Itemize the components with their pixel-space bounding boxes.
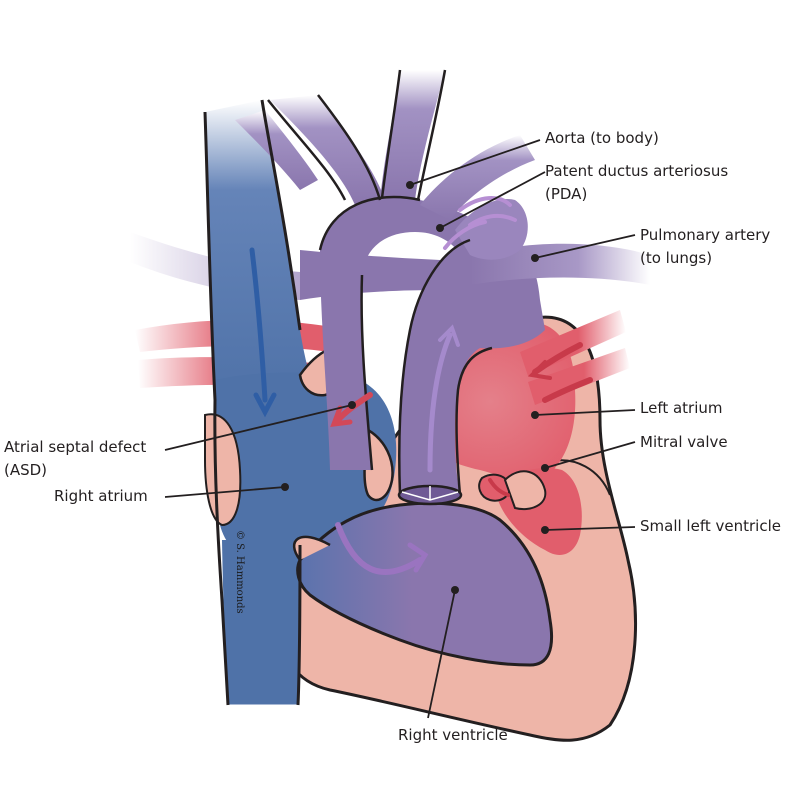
pulmonary-valve-leaflets [401, 486, 459, 501]
aorta-outline [318, 195, 421, 251]
right-upper-branch [235, 110, 318, 190]
ivc-outline-right [296, 544, 302, 706]
label-right-atrium: Right atrium [54, 487, 148, 505]
label-right-ventricle: Right ventricle [398, 726, 508, 744]
aorta-inner-outline [360, 274, 374, 471]
right-ventricle-inner-wall [293, 535, 331, 561]
brachiocephalic-artery [270, 95, 385, 205]
right-ventricle-chamber [296, 501, 554, 667]
label-pulmonary-line1: Pulmonary artery [640, 226, 771, 244]
label-asd-line1: Atrial septal defect [4, 438, 147, 456]
pulmonary-vein-right-upper [520, 310, 626, 376]
artist-signature: © S. Hammonds [234, 530, 245, 614]
label-pda-line1: Patent ductus arteriosus [545, 162, 729, 180]
leader-lines [164, 139, 636, 719]
pulmonary-outline [398, 238, 493, 496]
leader-dots [281, 181, 549, 594]
left-subclavian-artery [420, 135, 535, 220]
pulmonary-vein-right-lower [528, 348, 630, 405]
flow-arrows [249, 196, 593, 576]
mitral-valve-pink [503, 470, 547, 510]
pulmonary-trunk [399, 236, 545, 495]
superior-vena-cava [205, 100, 318, 400]
label-pda-line2: (PDA) [545, 185, 588, 203]
ductus-arteriosus [455, 199, 528, 260]
pulmonary-artery-right-branch [470, 243, 650, 285]
svc-outline-right [260, 99, 302, 331]
svc-outline-left [203, 111, 230, 706]
label-mitral-valve: Mitral valve [640, 433, 728, 451]
label-left-atrium: Left atrium [640, 399, 723, 417]
inferior-vena-cava [222, 540, 300, 705]
label-aorta: Aorta (to body) [545, 129, 659, 147]
label-asd-line2: (ASD) [4, 461, 48, 479]
arch-outline-top [267, 69, 447, 201]
label-small-left-ventricle: Small left ventricle [640, 517, 781, 535]
label-pulmonary-line2: (to lungs) [640, 249, 713, 267]
